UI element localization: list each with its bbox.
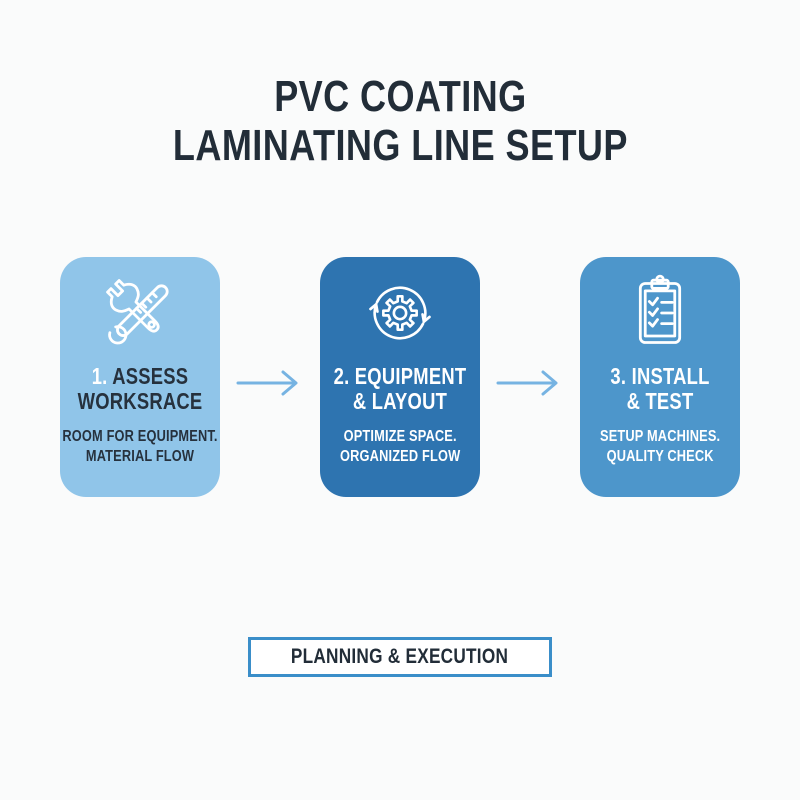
footer-badge: PLANNING & EXECUTION: [248, 636, 552, 677]
step-3-title-line1: 3. INSTALL: [610, 362, 710, 389]
gear-sync-icon: [369, 286, 431, 340]
step-2-subtext: OPTIMIZE SPACE. ORGANIZED FLOW: [339, 428, 461, 466]
step-3-number: 3.: [610, 362, 627, 389]
step-2-number: 2.: [333, 362, 350, 389]
step-3-subtext: SETUP MACHINES. QUALITY CHECK: [599, 428, 721, 466]
page-title-line1: PVC COATING: [273, 72, 527, 121]
step-2-icon-box: [359, 272, 441, 354]
step-1-title-line1: 1. ASSESS: [91, 362, 189, 389]
step-3-title-line2: & TEST: [626, 387, 694, 414]
page-title: PVC COATING LAMINATING LINE SETUP: [173, 72, 628, 171]
arrow-slot-1: [220, 257, 320, 497]
step-3-icon-box: [619, 272, 701, 354]
step-2-title: 2. EQUIPMENT & LAYOUT: [333, 362, 467, 415]
page-title-line2: LAMINATING LINE SETUP: [172, 121, 628, 171]
step-1-title-line2: WORKSRACE: [77, 387, 203, 414]
step-2-title-line2: & LAYOUT: [352, 387, 448, 414]
wrench-ruler-icon: [106, 278, 169, 344]
step-2-title-line1: 2. EQUIPMENT: [333, 362, 467, 389]
steps-row: 1. ASSESS WORKSRACE ROOM FOR EQUIPMENT. …: [0, 256, 800, 497]
step-1-subtext: ROOM FOR EQUIPMENT. MATERIAL FLOW: [62, 428, 218, 466]
step-card-1: 1. ASSESS WORKSRACE ROOM FOR EQUIPMENT. …: [60, 256, 220, 497]
checklist-clipboard-icon: [638, 274, 682, 344]
step-1-icon-box: [99, 272, 181, 354]
step-card-3: 3. INSTALL & TEST SETUP MACHINES. QUALIT…: [580, 256, 740, 497]
arrow-slot-2: [480, 257, 580, 497]
step-card-2: 2. EQUIPMENT & LAYOUT OPTIMIZE SPACE. OR…: [320, 256, 480, 497]
footer-badge-label: PLANNING & EXECUTION: [291, 644, 509, 668]
arrow-right-icon: [236, 370, 298, 396]
arrow-right-icon: [496, 370, 558, 396]
step-1-title: 1. ASSESS WORKSRACE: [77, 362, 203, 415]
step-1-number: 1.: [91, 362, 108, 389]
step-3-title: 3. INSTALL & TEST: [610, 362, 710, 415]
